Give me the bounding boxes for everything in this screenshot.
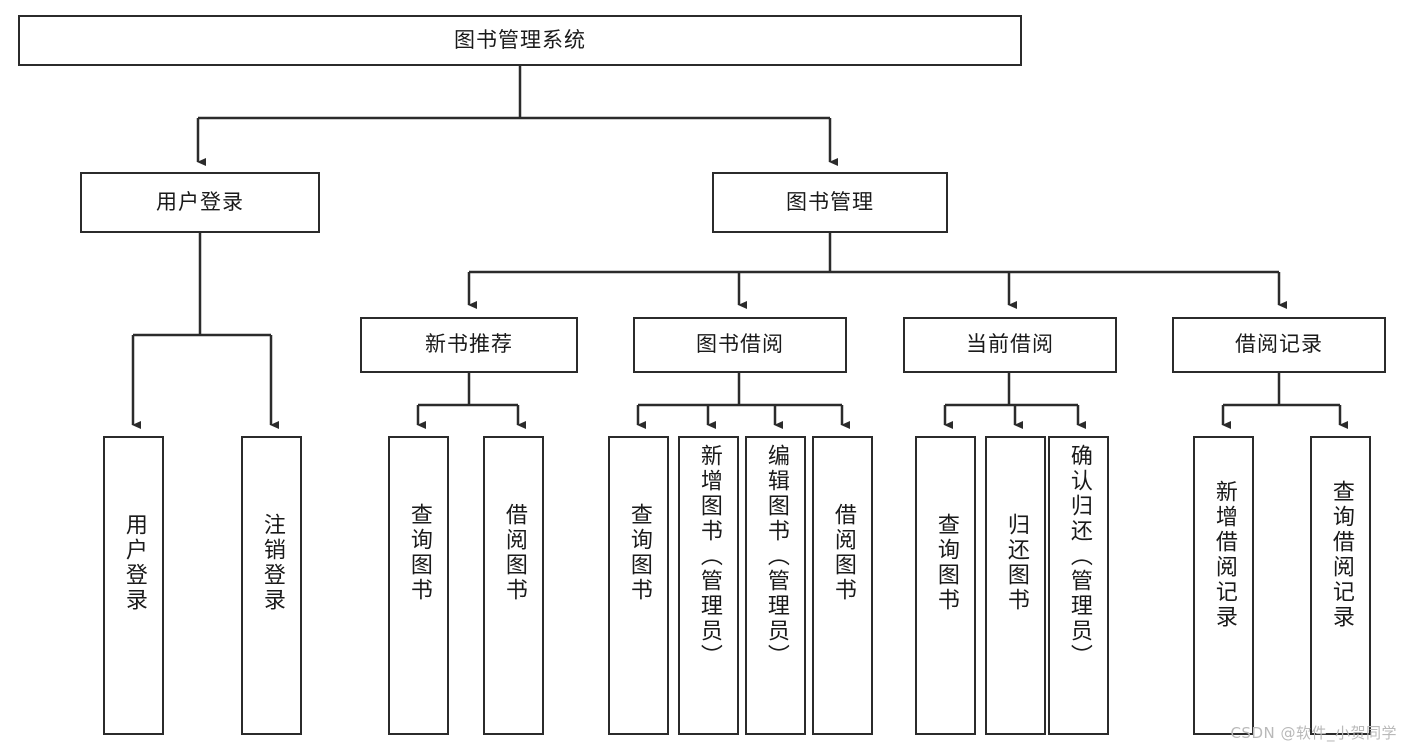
node-user-login[interactable]: 用户登录: [80, 172, 320, 233]
node-label: 借阅图书: [830, 503, 856, 603]
leaf-borrow-query-book[interactable]: 查询图书: [608, 436, 669, 735]
node-label: 图书借阅: [696, 332, 784, 357]
node-label: 查询图书: [406, 503, 432, 603]
watermark-text: CSDN @软件_小贺同学: [1230, 724, 1397, 742]
node-new-book-recommend[interactable]: 新书推荐: [360, 317, 578, 373]
leaf-current-return-book[interactable]: 归还图书: [985, 436, 1046, 735]
leaf-new-book-query[interactable]: 查询图书: [388, 436, 449, 735]
leaf-user-login-login[interactable]: 用户登录: [103, 436, 164, 735]
node-label: 归还图书: [1003, 513, 1029, 613]
node-label: 用户登录: [156, 189, 244, 214]
leaf-new-book-borrow[interactable]: 借阅图书: [483, 436, 544, 735]
node-label: 用户登录: [121, 513, 147, 613]
node-label: 图书管理系统: [454, 27, 586, 52]
node-label: 查询借阅记录: [1328, 480, 1354, 630]
leaf-borrow-borrow-book[interactable]: 借阅图书: [812, 436, 873, 735]
node-label: 新增借阅记录: [1211, 480, 1237, 630]
node-system-root[interactable]: 图书管理系统: [18, 15, 1022, 66]
leaf-current-confirm-return[interactable]: 确认归还（管理员）: [1048, 436, 1109, 735]
node-label: 编辑图书（管理员）: [763, 444, 789, 669]
node-book-borrow[interactable]: 图书借阅: [633, 317, 847, 373]
node-label: 借阅记录: [1235, 332, 1323, 357]
leaf-record-query-record[interactable]: 查询借阅记录: [1310, 436, 1371, 735]
leaf-user-login-logout[interactable]: 注销登录: [241, 436, 302, 735]
node-label: 查询图书: [933, 513, 959, 613]
node-label: 确认归还（管理员）: [1066, 444, 1092, 669]
node-book-management[interactable]: 图书管理: [712, 172, 948, 233]
node-label: 借阅图书: [501, 503, 527, 603]
node-borrow-record[interactable]: 借阅记录: [1172, 317, 1386, 373]
leaf-record-add-record[interactable]: 新增借阅记录: [1193, 436, 1254, 735]
node-label: 当前借阅: [966, 332, 1054, 357]
node-label: 新书推荐: [425, 332, 513, 357]
node-label: 图书管理: [786, 189, 874, 214]
node-current-borrow[interactable]: 当前借阅: [903, 317, 1117, 373]
node-label: 注销登录: [259, 513, 285, 613]
node-label: 查询图书: [626, 503, 652, 603]
leaf-borrow-add-book[interactable]: 新增图书（管理员）: [678, 436, 739, 735]
leaf-borrow-edit-book[interactable]: 编辑图书（管理员）: [745, 436, 806, 735]
leaf-current-query-book[interactable]: 查询图书: [915, 436, 976, 735]
node-label: 新增图书（管理员）: [696, 444, 722, 669]
